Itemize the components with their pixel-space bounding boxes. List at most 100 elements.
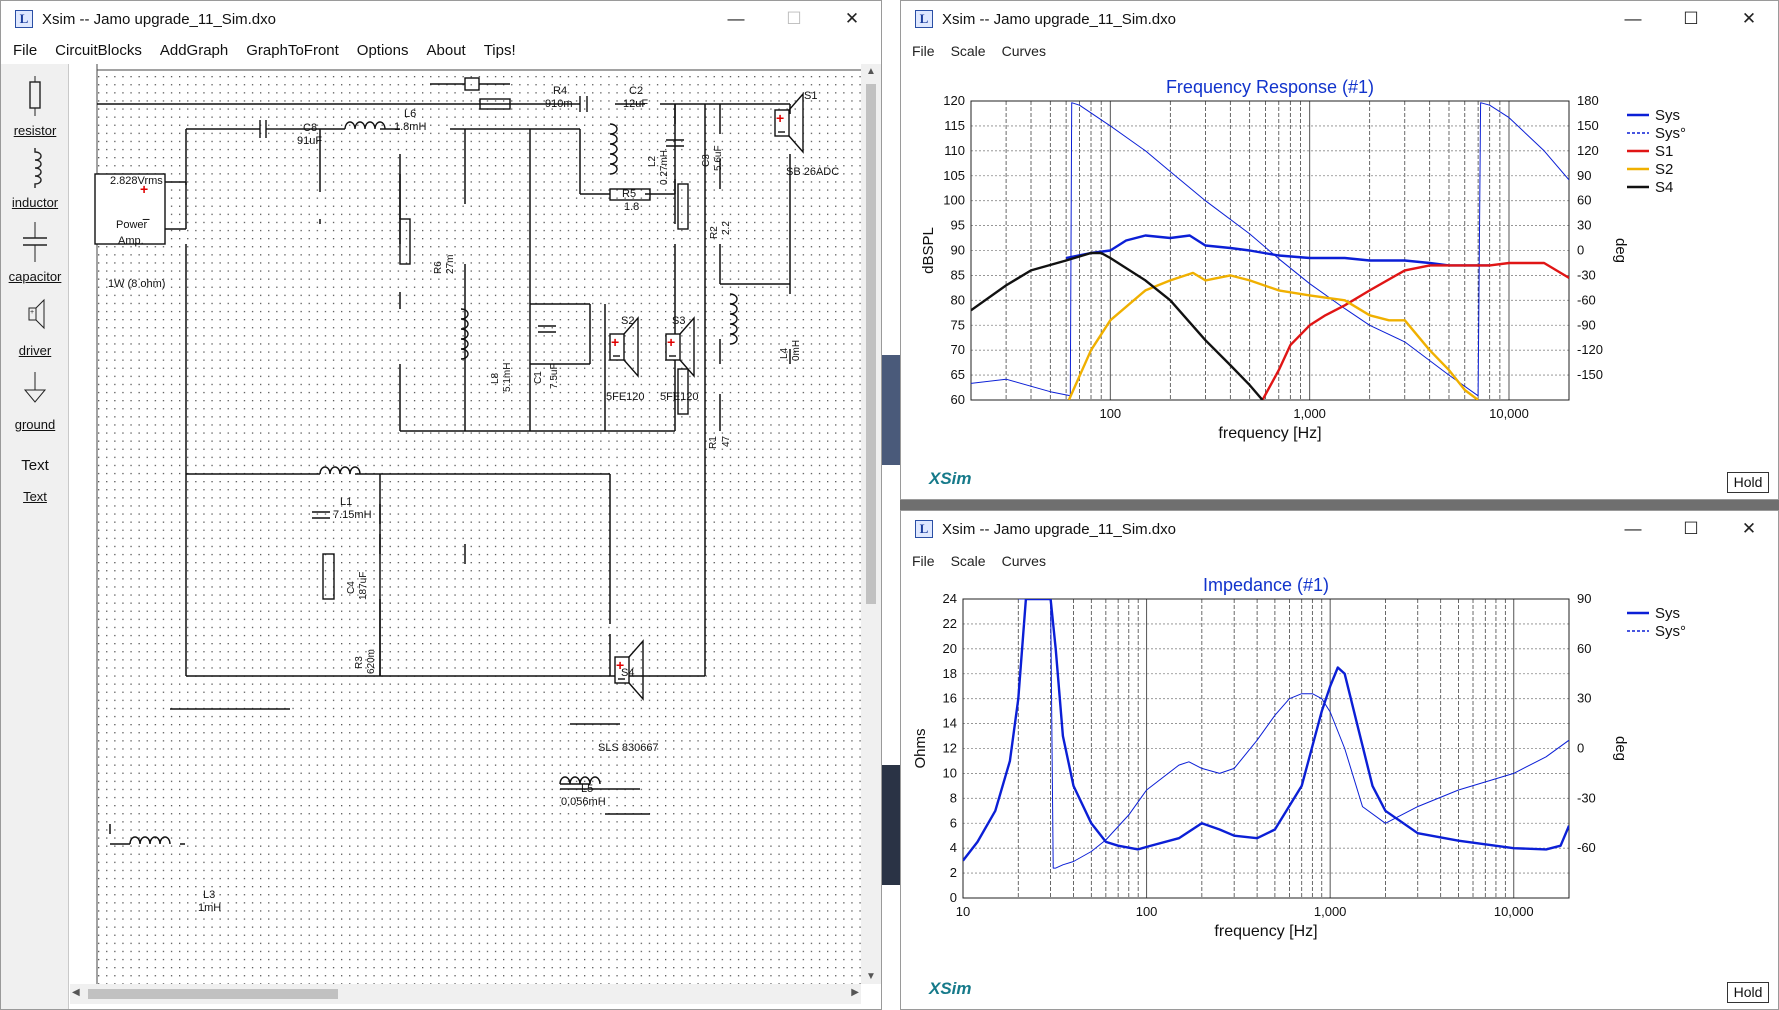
fr-hold-button[interactable]: Hold (1727, 472, 1769, 493)
fr-menu-curves[interactable]: Curves (1001, 42, 1046, 59)
maximize-button[interactable]: ☐ (1683, 9, 1699, 28)
tool-capacitor[interactable]: capacitor (1, 220, 69, 284)
close-button[interactable]: ✕ (1741, 519, 1757, 538)
r1-resistor-body (677, 368, 689, 415)
c2-value: 12uF (623, 98, 648, 110)
l8-inductor-coil (460, 308, 469, 360)
fr-menu-file[interactable]: File (912, 42, 935, 59)
maximize-button[interactable]: ☐ (1683, 519, 1699, 538)
y-tick-label: 8 (950, 790, 957, 805)
l5-value: 0.056mH (561, 796, 606, 808)
imp-titlebar[interactable]: L Xsim -- Jamo upgrade_11_Sim.dxo — ☐ ✕ (901, 511, 1778, 547)
scroll-up-icon[interactable]: ▲ (866, 66, 876, 77)
x-tick-label: 10,000 (1489, 406, 1529, 421)
y2-tick-label: 90 (1577, 168, 1591, 183)
y-tick-label: 75 (951, 317, 965, 332)
c1-name: C1 (533, 371, 544, 384)
tool-driver[interactable]: + driver (1, 294, 69, 358)
horizontal-scrollbar[interactable]: ◀ ▶ (70, 984, 861, 1004)
x-tick-label: 10,000 (1494, 904, 1534, 919)
x-tick-label: 10 (956, 904, 970, 919)
s1-driver-plus-icon: + (776, 110, 784, 126)
minimize-button[interactable]: — (1624, 9, 1642, 28)
r1-value: 47 (721, 435, 732, 447)
scroll-right-icon[interactable]: ▶ (851, 987, 859, 998)
tool-inductor[interactable]: inductor (1, 146, 69, 210)
s1-driver-cone (788, 92, 804, 154)
vertical-scroll-thumb[interactable] (866, 84, 876, 604)
tool-ground[interactable]: ground (1, 368, 69, 432)
impedance-chart[interactable]: Impedance (#1)024681012141618202224-60-3… (901, 574, 1779, 1010)
c3-value: 5.6uF (713, 145, 724, 171)
y-tick-label: 90 (951, 243, 965, 258)
y2-tick-label: 120 (1577, 143, 1599, 158)
l4-name: L4 (779, 347, 790, 359)
amp-label-2: Amp. (118, 235, 144, 247)
resistor-icon (29, 76, 41, 116)
xsim-brand-label: XSim (928, 469, 972, 488)
y-axis-label: dBSPL (920, 227, 937, 274)
fr-titlebar[interactable]: L Xsim -- Jamo upgrade_11_Sim.dxo — ☐ ✕ (901, 1, 1778, 37)
schematic-wires (97, 103, 791, 845)
scroll-down-icon[interactable]: ▼ (866, 971, 876, 982)
minimize-button[interactable]: — (1624, 519, 1642, 538)
r3-resistor-body (322, 553, 335, 600)
fr-menu-scale[interactable]: Scale (950, 42, 986, 59)
schematic-drawing[interactable]: +−++++ 2.828Vrms Power Amp. 1W (8 ohm) C… (70, 64, 861, 984)
c2-name: C2 (629, 85, 643, 97)
y2-tick-label: -60 (1577, 840, 1596, 855)
tool-inductor-label: inductor (11, 195, 59, 210)
frequency-response-chart[interactable]: Frequency Response (#1)60657075808590951… (901, 64, 1779, 500)
r2-name: R2 (709, 226, 720, 239)
y2-tick-label: -150 (1577, 367, 1603, 382)
menu-circuitblocks[interactable]: CircuitBlocks (55, 42, 142, 59)
vertical-scrollbar[interactable]: ▲ ▼ (861, 64, 881, 984)
imp-hold-button[interactable]: Hold (1727, 982, 1769, 1003)
r4-resistor-body (479, 98, 511, 110)
x-axis-label: frequency [Hz] (1218, 425, 1321, 442)
minimize-button[interactable]: — (727, 9, 745, 28)
component-toolbox: resistor inductor capacitor + driver gro… (1, 64, 69, 1009)
tool-resistor[interactable]: resistor (1, 74, 69, 138)
menu-graphtofront[interactable]: GraphToFront (246, 42, 339, 59)
maximize-button[interactable]: ☐ (786, 9, 802, 28)
legend-label: S2 (1655, 161, 1673, 178)
menu-file[interactable]: File (13, 42, 38, 59)
scroll-left-icon[interactable]: ◀ (72, 987, 80, 998)
series-line-sys (1065, 234, 1490, 267)
tool-text[interactable]: Text Text (1, 452, 69, 504)
l6-inductor-coil (344, 121, 386, 130)
y2-tick-label: 150 (1577, 118, 1599, 133)
s4-model: SLS 830667 (598, 742, 659, 754)
close-button[interactable]: ✕ (844, 9, 860, 28)
y-tick-label: 70 (951, 342, 965, 357)
amp-rating-label: 1W (8 ohm) (108, 278, 165, 290)
l3-value: 1mH (198, 902, 221, 914)
schematic-window-title: Xsim -- Jamo upgrade_11_Sim.dxo (42, 10, 276, 28)
schematic-parts: +−++++ (94, 77, 804, 845)
schematic-titlebar[interactable]: L Xsim -- Jamo upgrade_11_Sim.dxo — ☐ ✕ (1, 1, 881, 37)
menu-about[interactable]: About (426, 42, 466, 59)
r5-resistor-body (609, 188, 651, 201)
imp-menu-curves[interactable]: Curves (1001, 552, 1046, 569)
y2-tick-label: 90 (1577, 591, 1591, 606)
y-tick-label: 100 (943, 193, 965, 208)
menu-options[interactable]: Options (356, 42, 409, 59)
ground-icon (23, 372, 47, 403)
text-icon: Text (21, 457, 49, 474)
l3-inductor-coil (129, 836, 171, 845)
schematic-canvas[interactable]: +−++++ 2.828Vrms Power Amp. 1W (8 ohm) C… (70, 64, 861, 984)
y-tick-label: 16 (943, 691, 957, 706)
close-button[interactable]: ✕ (1741, 9, 1757, 28)
horizontal-scroll-thumb[interactable] (88, 989, 338, 999)
xsim-app-icon: L (15, 10, 33, 28)
menu-addgraph[interactable]: AddGraph (159, 42, 229, 59)
chart-grid (962, 598, 1570, 899)
x-tick-label: 1,000 (1293, 406, 1326, 421)
amp-minus-icon: − (142, 211, 150, 227)
chart-title: Impedance (#1) (1203, 575, 1329, 595)
imp-menu-scale[interactable]: Scale (950, 552, 986, 569)
menu-tips[interactable]: Tips! (483, 42, 516, 59)
imp-menu-file[interactable]: File (912, 552, 935, 569)
